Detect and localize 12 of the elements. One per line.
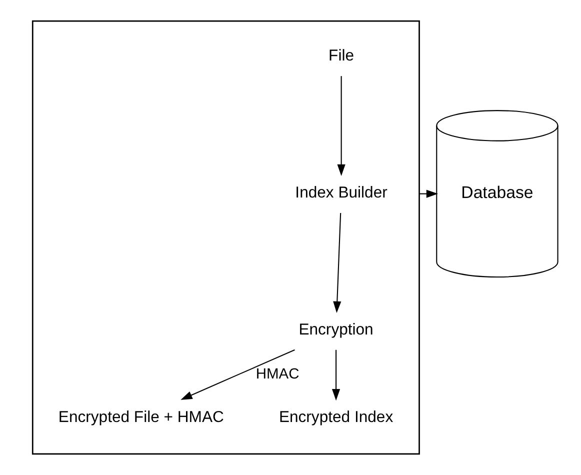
arrow [418, 190, 438, 198]
edge-label: HMAC [255, 366, 299, 382]
node-text: Encryption [298, 321, 373, 338]
node-text: Encrypted File + HMAC [58, 408, 224, 426]
node-text: Index Builder [294, 184, 387, 202]
arrow [331, 350, 340, 401]
arrow [336, 76, 345, 176]
cluster [31, 20, 420, 455]
node-text: Encrypted Index [278, 408, 393, 426]
node-text: File [328, 48, 354, 65]
arrow [180, 349, 294, 400]
arrow [332, 213, 341, 313]
